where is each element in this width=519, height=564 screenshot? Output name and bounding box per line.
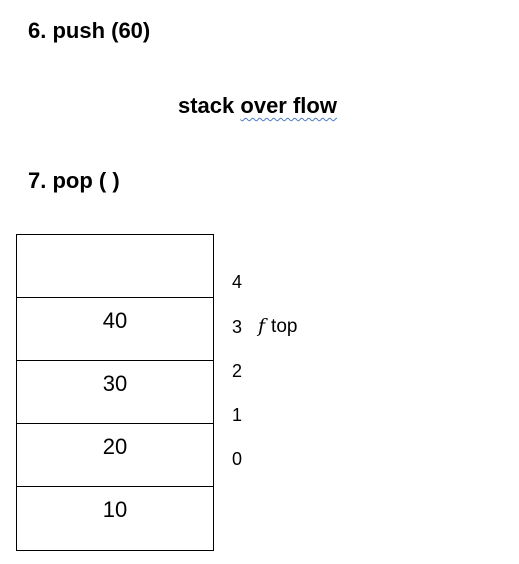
stack-cell-2: 30 [17,361,213,424]
step-pop-heading: 7. pop ( ) [28,168,120,193]
stack-index-1: 1 [232,405,243,425]
message-prefix: stack [178,93,241,118]
stack-index-0: 0 [232,449,243,469]
stack-index-4: 4 [232,272,243,292]
stack-index-2: 2 [232,361,243,381]
top-pointer-label: top [271,316,298,337]
stack-cell-0: 10 [17,487,213,550]
stack-cell-value: 30 [102,371,128,396]
arrow-icon: f [258,315,266,337]
stack-index-3: 3 [232,317,243,337]
stack-cell-value: 10 [102,497,128,522]
message-flagged-text: over flow [240,93,337,118]
step-push-heading: 6. push (60) [28,18,151,43]
stack-diagram: 40 30 20 10 [16,234,214,551]
stack-cell-value: 20 [102,434,128,459]
stack-cell-1: 20 [17,424,213,487]
overflow-message: stack over flow [178,95,337,117]
stack-cell-4 [17,235,213,298]
stack-cell-value: 40 [102,308,128,333]
stack-cell-3: 40 [17,298,213,361]
